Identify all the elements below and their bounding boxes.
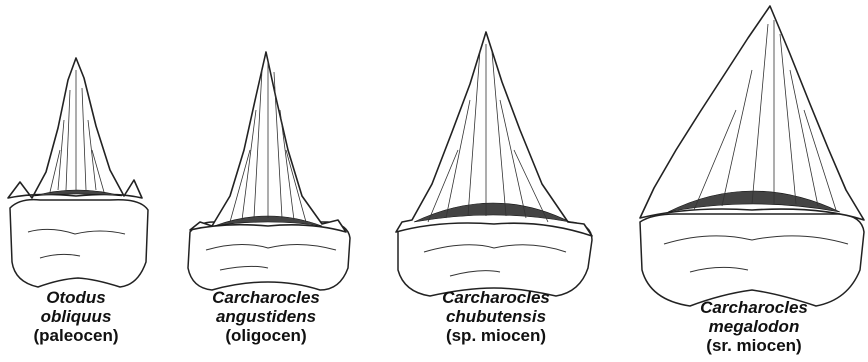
epoch-label: (oligocen) [166, 326, 366, 345]
species-name-line1: Otodus [0, 288, 176, 307]
epoch-label: (sp. miocen) [396, 326, 596, 345]
caption-otodus-obliquus: Otodus obliquus (paleocen) [0, 288, 176, 345]
tooth-otodus-obliquus [8, 58, 148, 287]
species-name-line1: Carcharocles [396, 288, 596, 307]
tooth-carcharocles-angustidens [188, 52, 350, 290]
species-name-line1: Carcharocles [166, 288, 366, 307]
tooth-carcharocles-chubutensis [396, 32, 592, 296]
caption-carcharocles-angustidens: Carcharocles angustidens (oligocen) [166, 288, 366, 345]
epoch-label: (sr. miocen) [654, 336, 854, 355]
species-name-line2: obliquus [0, 307, 176, 326]
epoch-label: (paleocen) [0, 326, 176, 345]
species-name-line2: chubutensis [396, 307, 596, 326]
species-name-line1: Carcharocles [654, 298, 854, 317]
tooth-carcharocles-megalodon [640, 6, 864, 306]
caption-carcharocles-megalodon: Carcharocles megalodon (sr. miocen) [654, 298, 854, 355]
caption-carcharocles-chubutensis: Carcharocles chubutensis (sp. miocen) [396, 288, 596, 345]
species-name-line2: angustidens [166, 307, 366, 326]
species-name-line2: megalodon [654, 317, 854, 336]
